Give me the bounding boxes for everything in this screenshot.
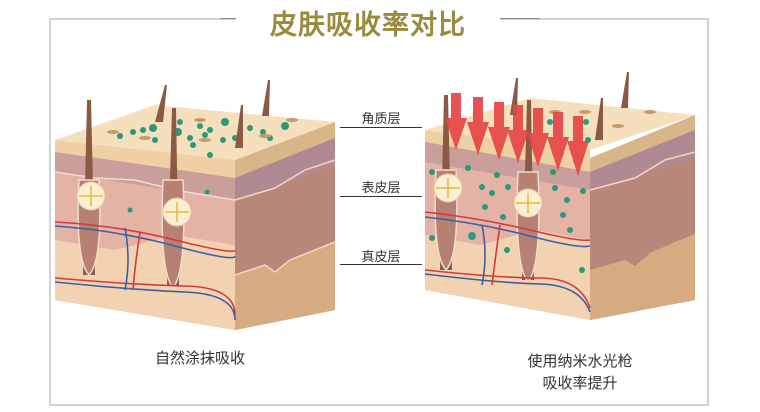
caption-natural: 自然涂抹吸收	[154, 349, 245, 367]
skin-illustration-nano-gun	[420, 60, 710, 340]
layer-label-dermis: 真皮层	[361, 250, 401, 265]
arrow-icon	[445, 93, 589, 176]
title-bar: 皮肤吸收率对比	[0, 0, 760, 41]
page-title: 皮肤吸收率对比	[270, 10, 466, 41]
layer-label-stratum-corneum: 角质层	[361, 112, 401, 127]
caption-nano-line1: 使用纳米水光枪	[527, 352, 633, 370]
layer-pointer-line	[340, 196, 422, 197]
layer-pointer-line	[340, 127, 422, 128]
title-rule-right	[500, 18, 540, 19]
caption-nano-line2: 吸收率提升	[542, 374, 618, 392]
layer-label-epidermis: 表皮层	[361, 181, 401, 196]
skin-illustration-natural	[54, 60, 345, 340]
title-rule-left	[220, 18, 236, 19]
layer-pointer-line	[340, 264, 422, 265]
